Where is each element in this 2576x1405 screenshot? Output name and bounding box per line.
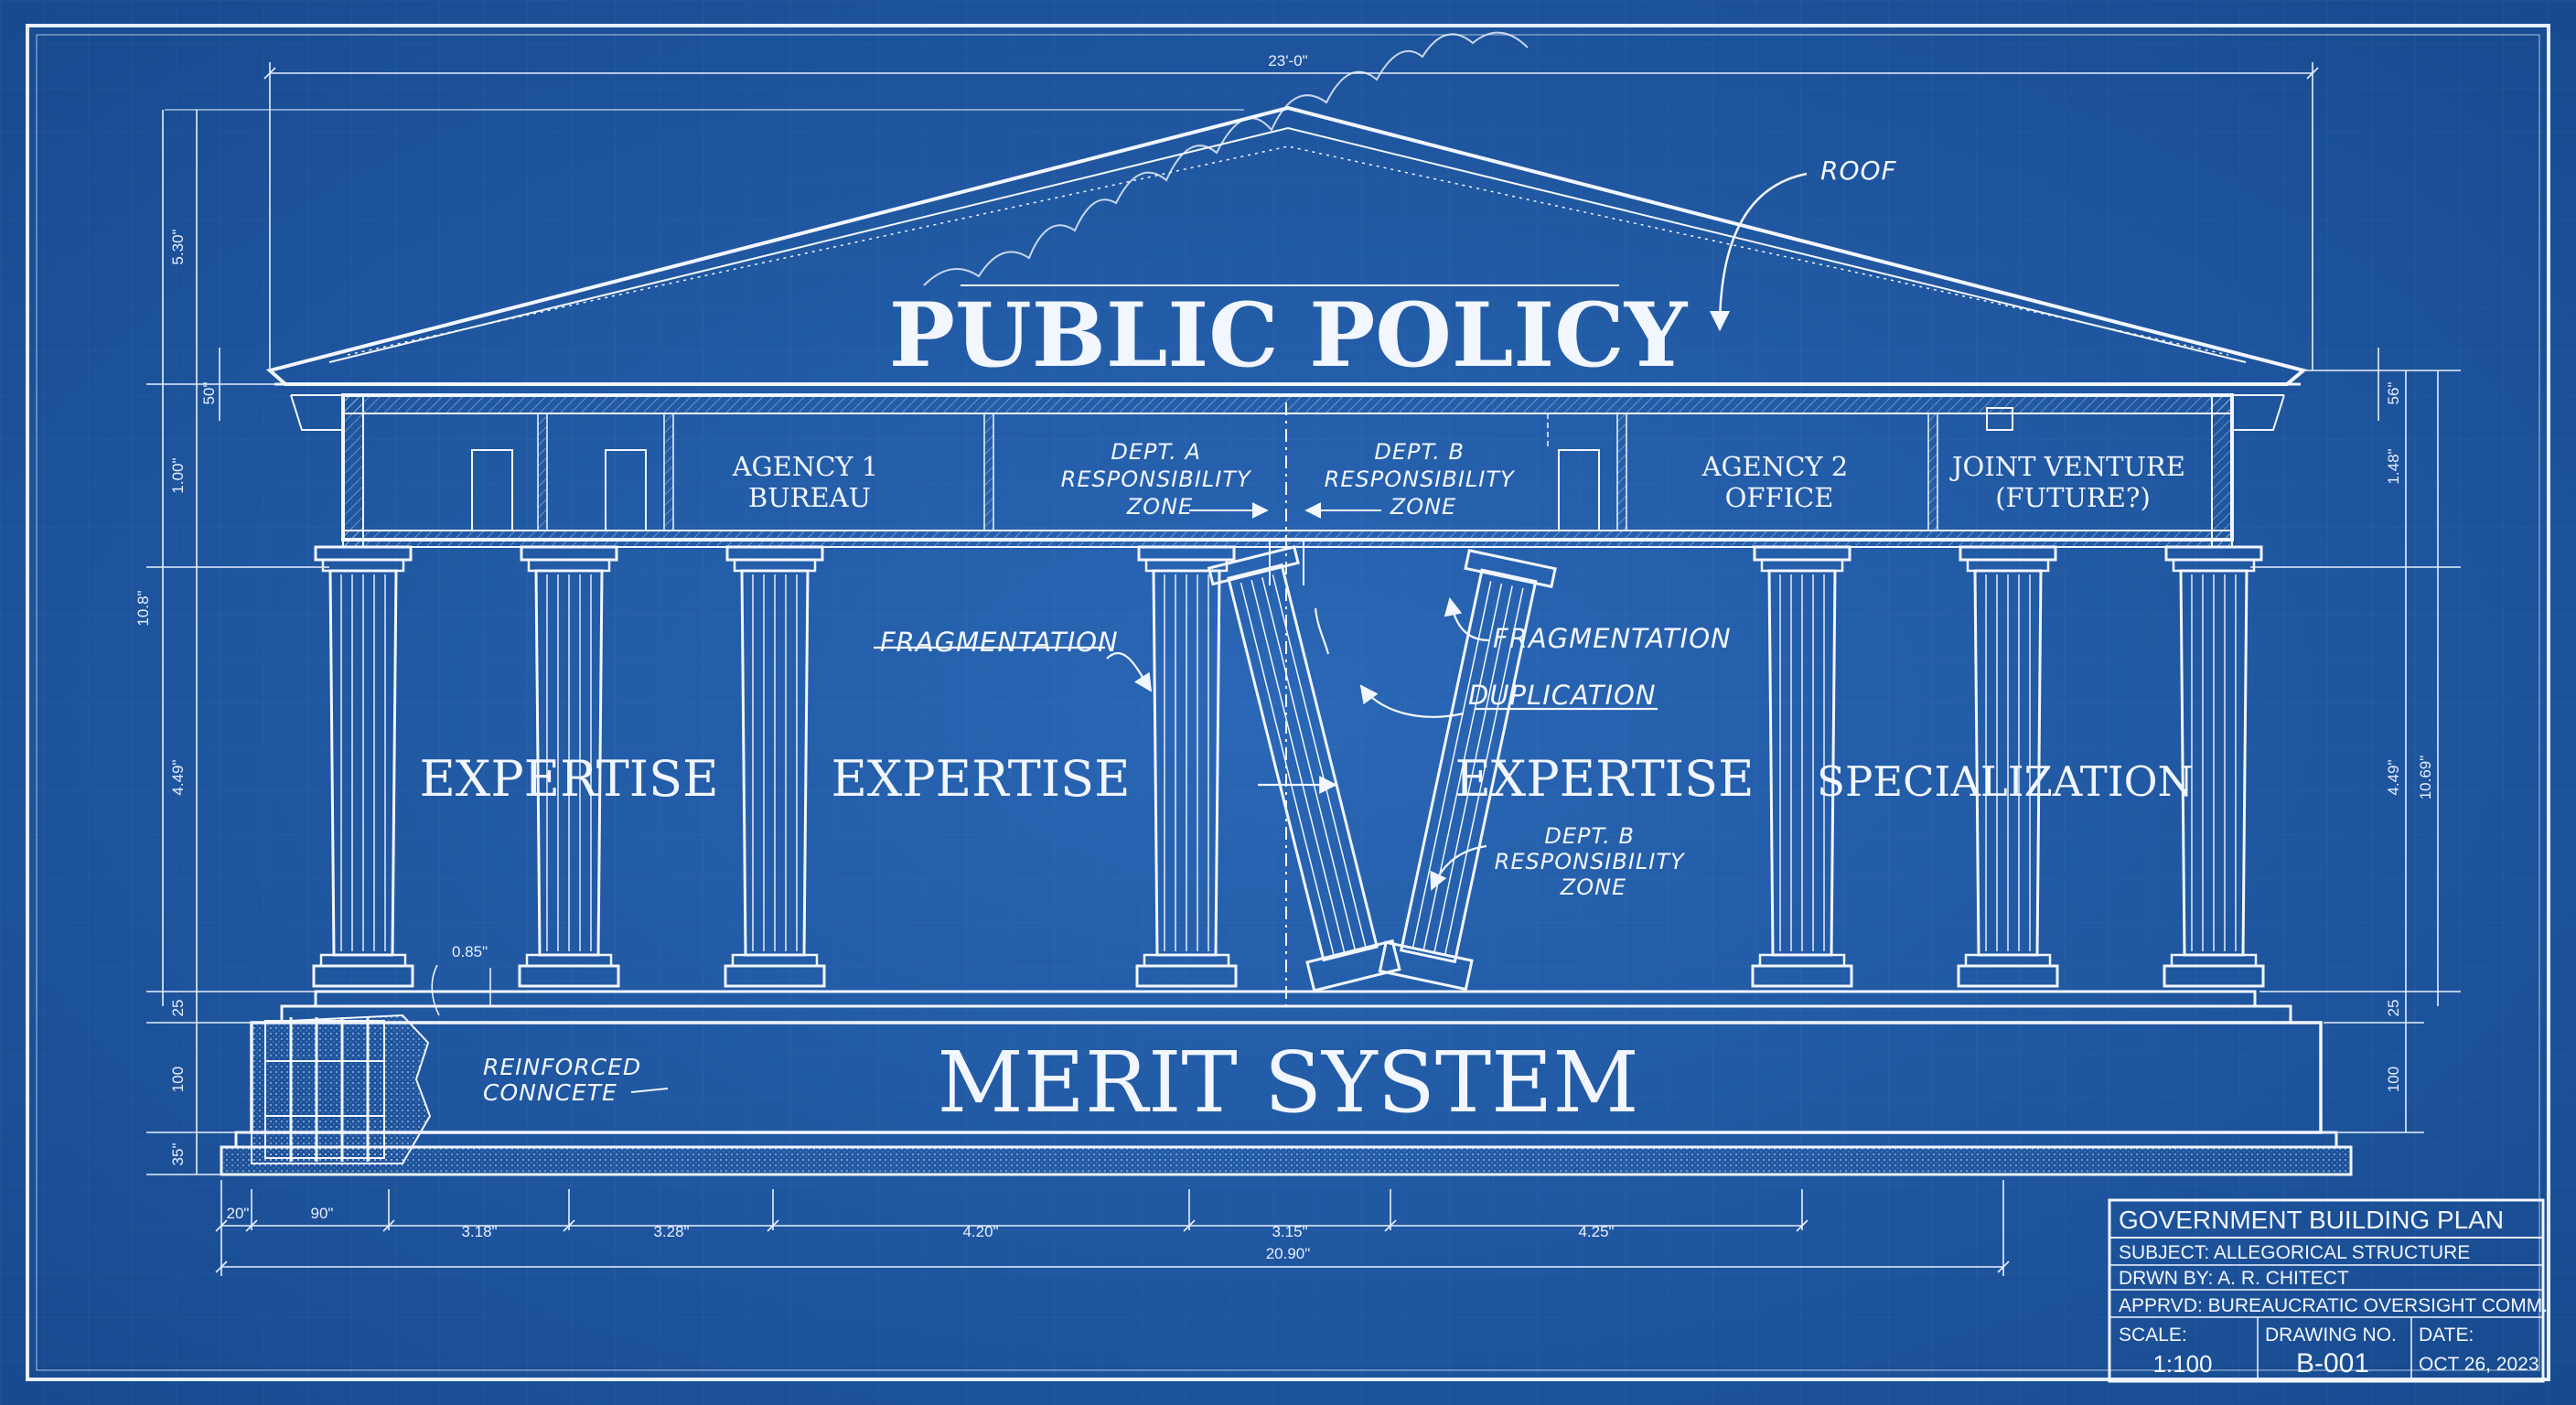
note-duplication: DUPLICATION [1468, 680, 1657, 711]
dimension-lines [146, 62, 2461, 1276]
title-block-drawing: B-001 [2296, 1348, 2369, 1378]
bay-label-expertise-3: EXPERTISE [1454, 750, 1754, 808]
foundation-material: REINFORCED CONNCETE [483, 1054, 649, 1106]
pediment-inner [328, 126, 2247, 363]
dim-left-0: 5.30" [169, 229, 187, 264]
dim-left-6: 100 [169, 1067, 187, 1092]
dim-left-5: 25 [169, 1000, 187, 1017]
column [2163, 545, 2265, 988]
bay-label-expertise-2: EXPERTISE [831, 750, 1130, 808]
column [518, 545, 620, 988]
room-dept-a: DEPT. A RESPONSIBILITY ZONE [1061, 439, 1260, 520]
title-block-drawn: DRWN BY: A. R. CHITECT [2119, 1268, 2349, 1289]
sculpture-frieze [923, 31, 1529, 286]
roof-label: ROOF [1820, 156, 1897, 186]
dim-left-1: 50" [200, 382, 218, 405]
column [724, 545, 826, 988]
dim-right-1: 1.48" [2385, 448, 2402, 484]
note-fragmentation-left: FRAGMENTATION [880, 627, 1119, 658]
room-joint-venture: JOINT VENTURE (FUTURE?) [1949, 451, 2194, 513]
detail-dimension: 0.85" [452, 943, 488, 960]
fallen-column-right [1378, 549, 1557, 992]
dimension-texts: 23'-0" 5.30" 50" 1.00" 10.8" 4.49" 25 10… [134, 52, 2434, 1262]
dim-right-2: 4.49" [2385, 759, 2402, 795]
dim-left-4: 4.49" [169, 759, 187, 795]
title-block-drawing-label: DRAWING NO. [2265, 1325, 2397, 1346]
room-dept-b: DEPT. B RESPONSIBILITY ZONE [1325, 439, 1523, 520]
column [1751, 545, 1853, 988]
dim-bottom-5: 3.15" [1272, 1223, 1307, 1240]
entablature [341, 393, 2234, 1006]
pediment-outer [265, 105, 2308, 386]
column [1135, 545, 1238, 988]
bay-label-specialization: SPECIALIZATION [1817, 757, 2194, 806]
foundation-title: MERIT SYSTEM [937, 1034, 1638, 1132]
dim-bottom-0: 20" [227, 1205, 250, 1222]
dim-bottom-2: 3.18" [461, 1223, 497, 1240]
roof-arrow [1709, 172, 1808, 332]
title-block-scale-label: SCALE: [2119, 1325, 2187, 1346]
bay-labels: EXPERTISE EXPERTISE EXPERTISE SPECIALIZA… [419, 750, 2193, 808]
column [312, 545, 414, 988]
dim-bottom-4: 4.20" [962, 1223, 998, 1240]
title-block-scale: 1:100 [2152, 1350, 2212, 1378]
foundation [220, 964, 2353, 1176]
roof-title: PUBLIC POLICY [889, 284, 1689, 387]
inner-border [36, 34, 2540, 1371]
dim-left-3: 10.8" [134, 590, 152, 626]
dim-bottom-6: 4.25" [1578, 1223, 1614, 1240]
title-block-date-label: DATE: [2419, 1325, 2474, 1346]
dim-right-0: 56" [2385, 382, 2402, 405]
note-dept-b-zone: DEPT. B RESPONSIBILITY ZONE [1495, 823, 1693, 900]
room-agency1: AGENCY 1 BUREAU [732, 451, 887, 513]
fallen-column-left [1207, 545, 1401, 992]
columns [312, 545, 2265, 988]
title-block-approved: APPRVD: BUREAUCRATIC OVERSIGHT COMM. [2119, 1295, 2548, 1316]
dim-right-5: 100 [2385, 1067, 2402, 1092]
title-block-subject: SUBJECT: ALLEGORICAL STRUCTURE [2119, 1242, 2470, 1263]
dim-bottom-1: 90" [311, 1205, 334, 1222]
pediment-dentil [347, 145, 2229, 356]
dim-left-7: 35" [169, 1143, 187, 1166]
room-labels: AGENCY 1 BUREAU DEPT. A RESPONSIBILITY Z… [732, 439, 2194, 520]
title-block-heading: GOVERNMENT BUILDING PLAN [2119, 1206, 2504, 1234]
outer-border [26, 24, 2550, 1381]
dim-overall-bottom: 20.90" [1266, 1245, 1311, 1262]
note-fragmentation-right: FRAGMENTATION [1493, 623, 1732, 654]
dim-left-2: 1.00" [169, 457, 187, 493]
dim-right-3: 10.69" [2417, 756, 2434, 800]
dim-right-4: 25 [2385, 1000, 2402, 1017]
dim-bottom-3: 3.28" [653, 1223, 689, 1240]
bay-label-expertise-1: EXPERTISE [419, 750, 718, 808]
room-agency2: AGENCY 2 OFFICE [1701, 451, 1857, 513]
title-block-date: OCT 26, 2023 [2419, 1354, 2539, 1375]
annotations [874, 597, 1658, 891]
column [1957, 545, 2059, 988]
title-block [2108, 1198, 2545, 1383]
dim-overall-top: 23'-0" [1268, 52, 1307, 70]
